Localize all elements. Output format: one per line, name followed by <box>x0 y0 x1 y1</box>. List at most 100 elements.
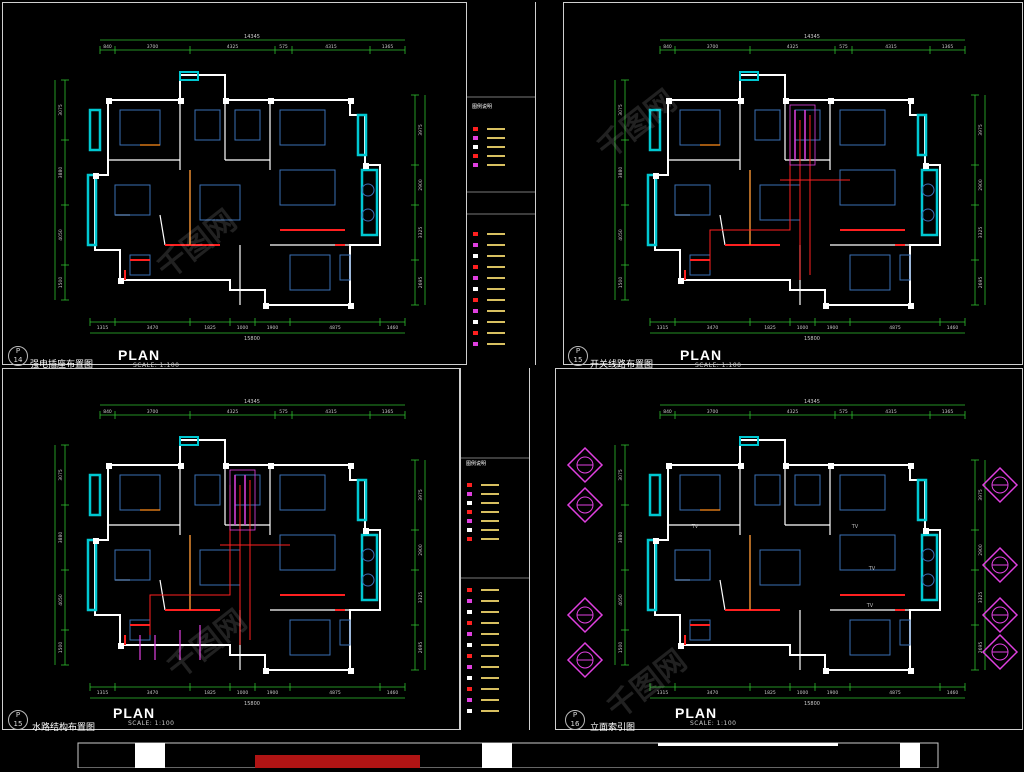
structural-column <box>666 98 672 104</box>
legend-symbol <box>473 127 478 131</box>
drawing-caption: 强电插座布置图 <box>30 360 94 370</box>
wiring-line <box>149 480 290 645</box>
structural-column <box>178 463 184 469</box>
legend-text-bar <box>481 677 499 679</box>
window <box>86 538 98 612</box>
legend-text-bar <box>481 699 499 701</box>
structural-column <box>93 173 99 179</box>
dimension-text: 4325 <box>227 409 239 415</box>
legend-symbol <box>467 687 472 691</box>
legend-symbol <box>467 492 472 496</box>
dimension-text: 1825 <box>764 325 776 331</box>
bed <box>279 109 326 146</box>
dimension-text: 3880 <box>58 532 64 544</box>
legend-symbol <box>473 276 478 280</box>
dimension-text: 3325 <box>418 227 424 239</box>
bed <box>289 619 331 656</box>
structural-column <box>678 278 684 284</box>
dimension-text: 2695 <box>418 642 424 654</box>
legend-text-bar <box>487 128 505 130</box>
dimension-text: 4875 <box>329 325 341 331</box>
bed <box>289 254 331 291</box>
legend-panel-top <box>466 2 536 365</box>
window <box>916 478 928 522</box>
dimension-text: 4875 <box>329 690 341 696</box>
dimension-text: 3075 <box>618 104 624 116</box>
dimension-text: 1365 <box>942 409 954 415</box>
structural-column <box>738 98 744 104</box>
structural-column <box>363 163 369 169</box>
chair <box>361 548 375 562</box>
tv-label: TV <box>851 524 859 530</box>
dimension-text: 3880 <box>58 167 64 179</box>
next-drawing-strip <box>0 733 1024 769</box>
structural-column <box>118 643 124 649</box>
structural-column <box>923 528 929 534</box>
wardrobe <box>339 254 351 281</box>
dimension-text: 2900 <box>418 179 424 191</box>
dimension-text: 14345 <box>804 399 820 405</box>
structural-column <box>268 463 274 469</box>
legend-text-bar <box>481 520 499 522</box>
structural-column <box>828 463 834 469</box>
window <box>179 436 199 446</box>
dimension-text: 4315 <box>325 409 337 415</box>
structural-column <box>908 463 914 469</box>
legend-title: 图例说明 <box>466 461 487 467</box>
dimension-text: 3325 <box>418 592 424 604</box>
dimension-text: 3470 <box>147 325 159 331</box>
structural-column <box>106 463 112 469</box>
dimension-text: 4050 <box>618 229 624 241</box>
dimension-text: 14345 <box>244 34 260 40</box>
scale-label: SCALE: 1:100 <box>133 362 180 369</box>
structural-column <box>223 463 229 469</box>
window <box>360 168 379 237</box>
structural-column <box>678 643 684 649</box>
riser <box>229 469 256 531</box>
legend-symbol <box>473 331 478 335</box>
legend-text-bar <box>487 266 505 268</box>
bed <box>119 109 161 146</box>
legend-text-bar <box>481 633 499 635</box>
dimension-text: 2695 <box>978 277 984 289</box>
dimension-text: 1365 <box>942 44 954 50</box>
wiring-line <box>124 229 345 280</box>
dimension-text: 2695 <box>978 642 984 654</box>
dimension-text: 4050 <box>618 594 624 606</box>
dimension-text: 2900 <box>978 179 984 191</box>
kitchen-counter <box>194 109 221 141</box>
chair <box>361 208 375 222</box>
dimension-text: 1900 <box>827 690 839 696</box>
dimension-text: 3700 <box>147 409 159 415</box>
legend-text-bar <box>481 600 499 602</box>
legend-title: 图例说明 <box>472 104 493 110</box>
structural-column <box>783 463 789 469</box>
wiring-line <box>684 594 905 645</box>
elevation-marker-icon <box>981 633 1019 671</box>
legend-text-bar <box>487 277 505 279</box>
dimension-text: 3470 <box>707 690 719 696</box>
structural-column <box>223 98 229 104</box>
dimension-text: 3325 <box>978 227 984 239</box>
dimension-text: 15800 <box>244 701 260 707</box>
dimension-text: 3880 <box>618 532 624 544</box>
legend-symbol <box>467 665 472 669</box>
dimension-text: 3975 <box>418 489 424 501</box>
dimension-text: 14345 <box>804 34 820 40</box>
dimension-text: 4050 <box>58 594 64 606</box>
dimension-text: 1000 <box>237 690 249 696</box>
legend-symbol <box>467 483 472 487</box>
dimension-text: 1315 <box>657 325 669 331</box>
window <box>739 436 759 446</box>
dimension-text: 1365 <box>382 44 394 50</box>
legend-symbol <box>467 654 472 658</box>
window <box>646 173 658 247</box>
dimension-text: 4325 <box>787 409 799 415</box>
structural-column <box>908 98 914 104</box>
legend-symbol <box>467 519 472 523</box>
legend-symbol <box>467 610 472 614</box>
dimension-text: 4325 <box>227 44 239 50</box>
dimension-text: 1825 <box>764 690 776 696</box>
